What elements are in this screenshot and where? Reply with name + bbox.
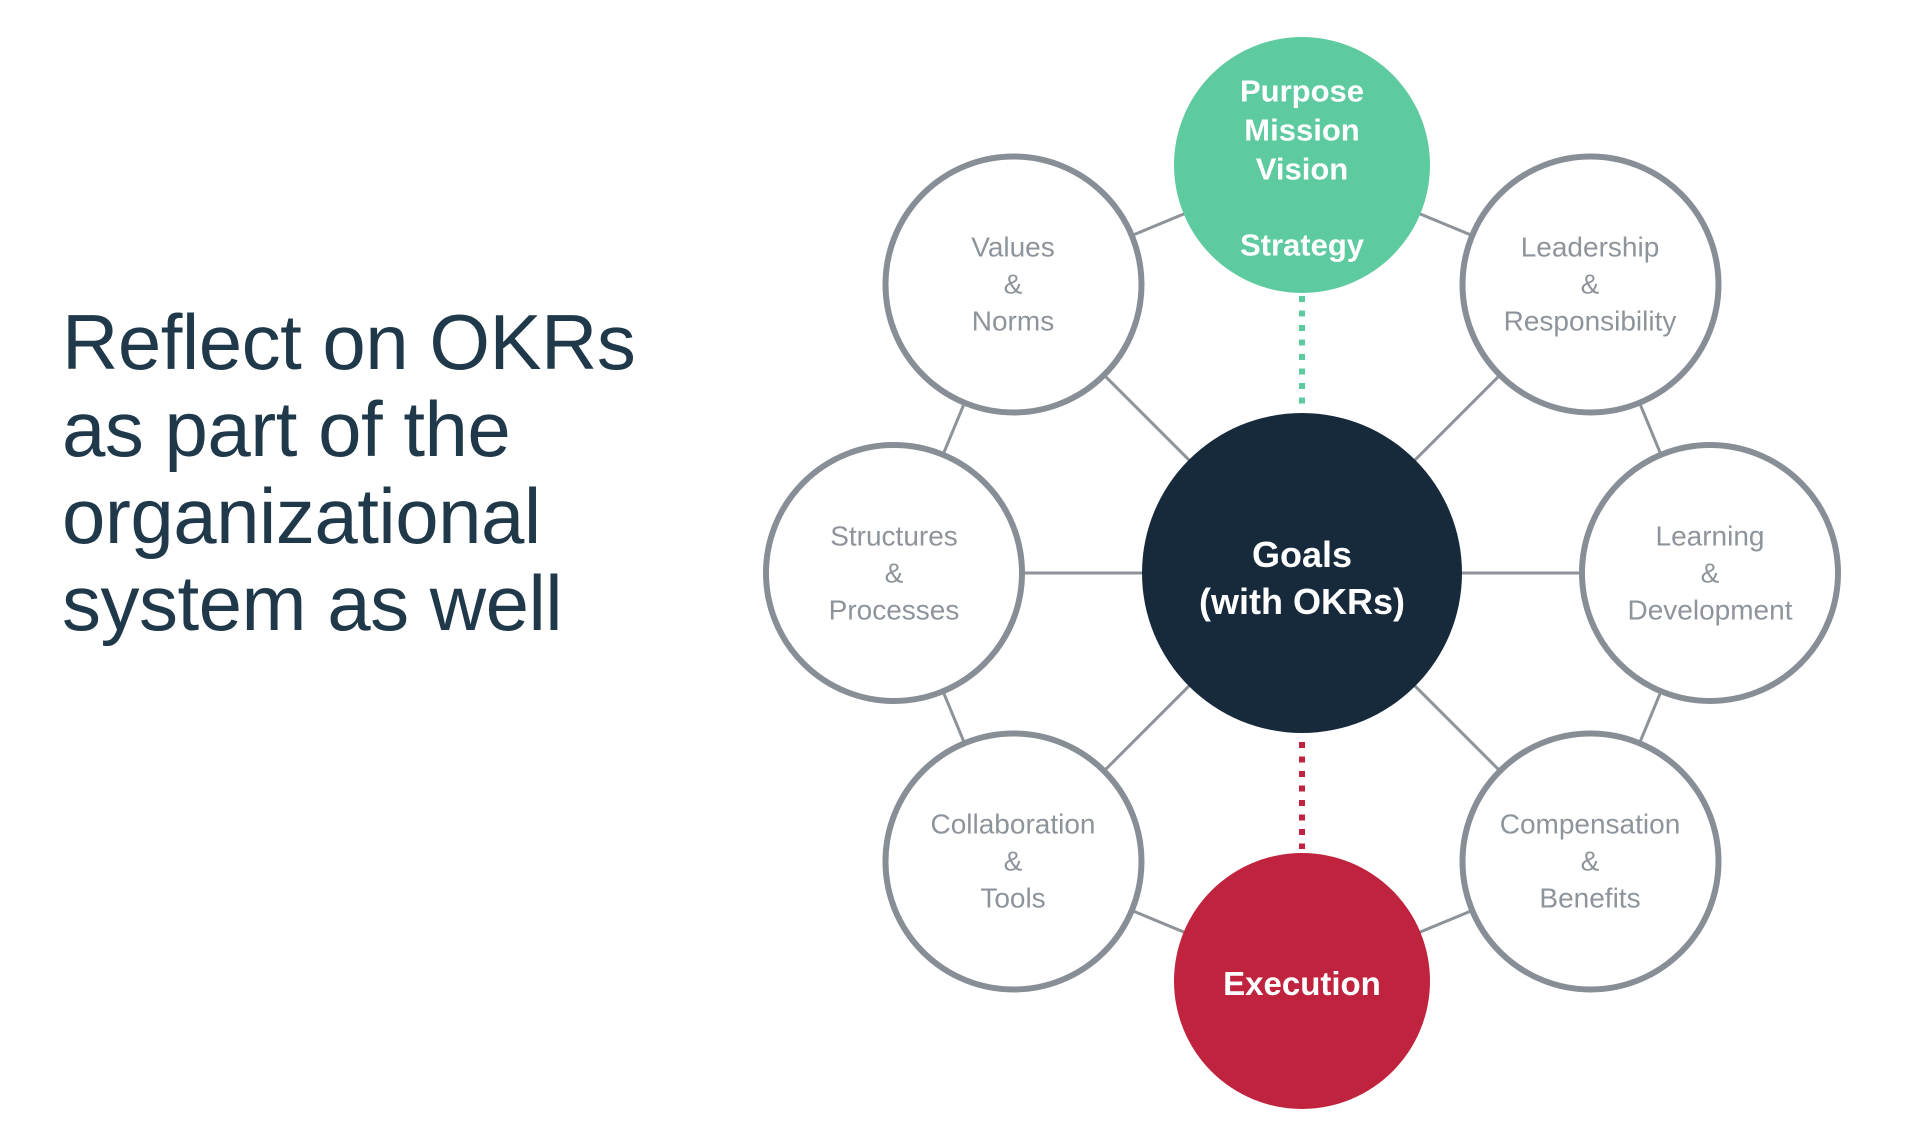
goals-center-circle — [1142, 413, 1462, 733]
values-norms-circle — [882, 153, 1145, 416]
leadership-responsibility-circle — [1459, 153, 1722, 416]
headline-line: system as well — [62, 559, 563, 647]
headline-line: as part of the — [62, 385, 511, 473]
compensation-benefits-circle — [1459, 730, 1722, 993]
slide-headline: Reflect on OKRs as part of the organizat… — [62, 298, 636, 647]
collaboration-tools-circle — [882, 730, 1145, 993]
satellite-circles — [763, 153, 1841, 993]
structures-processes-circle — [763, 442, 1025, 704]
purpose-mission-vision-circle — [1174, 37, 1430, 293]
execution-circle — [1174, 853, 1430, 1109]
headline-line: Reflect on OKRs — [62, 298, 636, 386]
headline-line: organizational — [62, 472, 541, 560]
learning-development-circle — [1579, 442, 1841, 704]
